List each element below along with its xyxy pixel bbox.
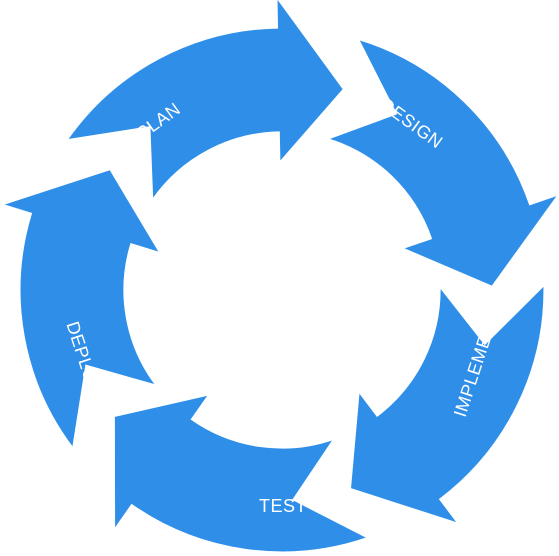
stage-label-test: TEST: [259, 496, 307, 516]
stage-arrow-design: [326, 38, 559, 288]
stage-arrow-plan: [66, 0, 345, 202]
stage-arrow-implement: [349, 283, 545, 525]
stage-arrow-deploy: [0, 168, 161, 450]
stage-arrow-test: [113, 393, 369, 553]
